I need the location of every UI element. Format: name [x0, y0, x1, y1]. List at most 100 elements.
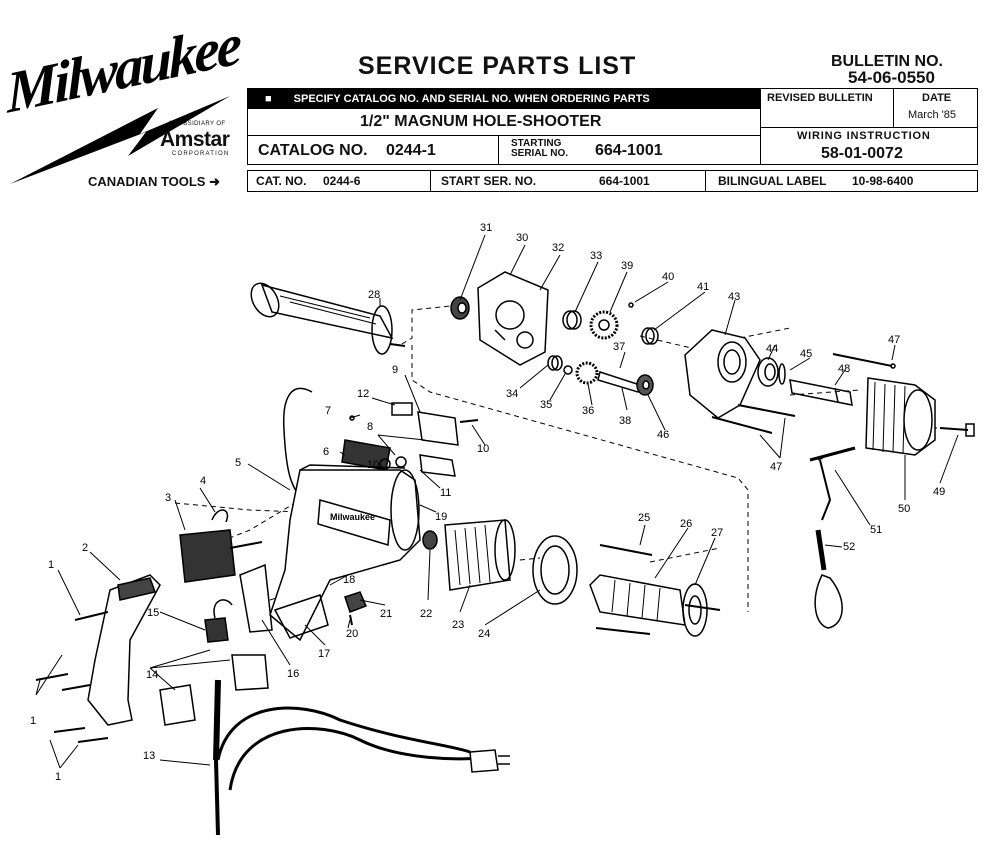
product-name: 1/2" MAGNUM HOLE-SHOOTER — [360, 113, 602, 130]
callout-47-top: 47 — [888, 334, 900, 346]
catalog-number: 0244-1 — [386, 142, 436, 159]
part-35-washer — [563, 365, 573, 375]
part-51-chuck-key — [809, 446, 856, 521]
callout-37: 37 — [613, 341, 625, 353]
callout-9: 9 — [392, 364, 398, 376]
callout-51: 51 — [870, 524, 882, 536]
callout-6: 6 — [323, 446, 329, 458]
part-23-field — [444, 519, 516, 591]
part-14-strain-relief — [159, 654, 269, 726]
bulletin-number: 54-06-0550 — [848, 68, 935, 87]
date-value: March '85 — [908, 109, 956, 121]
callout-40: 40 — [662, 271, 674, 283]
part-13-cord — [213, 679, 510, 836]
part-36-gear — [575, 361, 599, 385]
arrow-right-icon: ➜ — [209, 174, 221, 189]
part-49-screw — [939, 423, 975, 437]
bilingual-label: BILINGUAL LABEL — [718, 174, 827, 188]
part-38-spindle — [597, 371, 641, 393]
wiring-cell: WIRING INSTRUCTION 58-01-0072 — [760, 127, 978, 165]
part-46-bearing — [636, 374, 654, 396]
bilingual-number: 10-98-6400 — [852, 174, 914, 188]
housing-nameplate: Milwaukee — [330, 512, 375, 522]
part-10-screws — [379, 419, 479, 470]
amstar-logo: Amstar — [160, 128, 230, 151]
part-52-key-holder — [814, 529, 843, 629]
callout-22: 22 — [420, 608, 432, 620]
part-41-bearing — [641, 327, 659, 345]
callout-13: 13 — [143, 750, 155, 762]
part-44-retainer — [757, 357, 779, 387]
specify-note: ■SPECIFY CATALOG NO. AND SERIAL NO. WHEN… — [247, 88, 760, 109]
callout-43: 43 — [728, 291, 740, 303]
part-12-brush — [391, 402, 413, 416]
callout-18: 18 — [343, 574, 355, 586]
part-20-screw — [349, 614, 353, 626]
callout-4: 4 — [200, 475, 206, 487]
part-2-handle — [87, 574, 161, 726]
wiring-label: WIRING INSTRUCTION — [797, 130, 931, 142]
callout-numbers: 31 30 32 33 39 40 41 43 37 34 35 36 38 4… — [30, 222, 945, 783]
callout-33: 33 — [590, 250, 602, 262]
part-43-gear-case-cover — [684, 329, 761, 419]
part-17-handle-cover — [273, 594, 329, 639]
part-4-spring — [211, 509, 229, 523]
callout-47-bottom: 47 — [770, 461, 782, 473]
part-22-bearing — [422, 530, 438, 550]
callout-8: 8 — [367, 421, 373, 433]
part-16-cover — [239, 563, 273, 633]
callout-27: 27 — [711, 527, 723, 539]
callout-24: 24 — [478, 628, 490, 640]
callout-46: 46 — [657, 429, 669, 441]
callout-2: 2 — [82, 542, 88, 554]
part-48-spindle — [789, 379, 853, 406]
callout-41: 41 — [697, 281, 709, 293]
date-label: DATE — [922, 92, 952, 104]
callout-10-left: 10 — [367, 459, 379, 471]
callout-32: 32 — [552, 242, 564, 254]
callout-19: 19 — [435, 511, 447, 523]
callout-45: 45 — [800, 348, 812, 360]
canadian-serial-cell: START SER. NO. 664-1001 — [430, 170, 706, 192]
callout-50: 50 — [898, 503, 910, 515]
callout-34: 34 — [506, 388, 518, 400]
part-24-baffle — [532, 535, 578, 605]
callout-15: 15 — [147, 607, 159, 619]
lightning-bolt-icon — [10, 96, 230, 184]
callout-28: 28 — [368, 289, 380, 301]
part-31-bearing — [450, 296, 470, 320]
page-title: SERVICE PARTS LIST — [358, 52, 637, 80]
part-3-switch — [179, 529, 263, 583]
milwaukee-logo: Milwaukee — [6, 11, 240, 192]
part-45-ring — [778, 363, 786, 385]
callout-17: 17 — [318, 648, 330, 660]
callout-1-mid: 1 — [30, 715, 36, 727]
callout-39: 39 — [621, 260, 633, 272]
callout-21: 21 — [380, 608, 392, 620]
callout-26: 26 — [680, 518, 692, 530]
callout-16: 16 — [287, 668, 299, 680]
callout-12: 12 — [357, 388, 369, 400]
wiring-number: 58-01-0072 — [821, 145, 903, 162]
bilingual-cell: BILINGUAL LABEL 10-98-6400 — [705, 170, 978, 192]
bulletin-label: BULLETIN NO. — [831, 53, 943, 70]
part-9-brush-holder — [417, 411, 459, 477]
callout-14: 14 — [146, 669, 158, 681]
callout-10-right: 10 — [477, 443, 489, 455]
callout-35: 35 — [540, 399, 552, 411]
corporation-text: CORPORATION — [172, 151, 230, 157]
callout-31: 31 — [480, 222, 492, 234]
part-39-gear — [589, 310, 619, 340]
starting-serial-number: 664-1001 — [595, 142, 663, 159]
callout-23: 23 — [452, 619, 464, 631]
callout-11: 11 — [440, 487, 451, 499]
catalog-label: CATALOG NO. — [258, 142, 368, 159]
part-50-chuck — [865, 377, 936, 456]
callout-48: 48 — [838, 363, 850, 375]
callout-30: 30 — [516, 232, 528, 244]
start-ser-label: START SER. NO. — [441, 174, 537, 188]
part-27-end-plate — [682, 583, 708, 637]
callout-leaders — [35, 234, 959, 769]
